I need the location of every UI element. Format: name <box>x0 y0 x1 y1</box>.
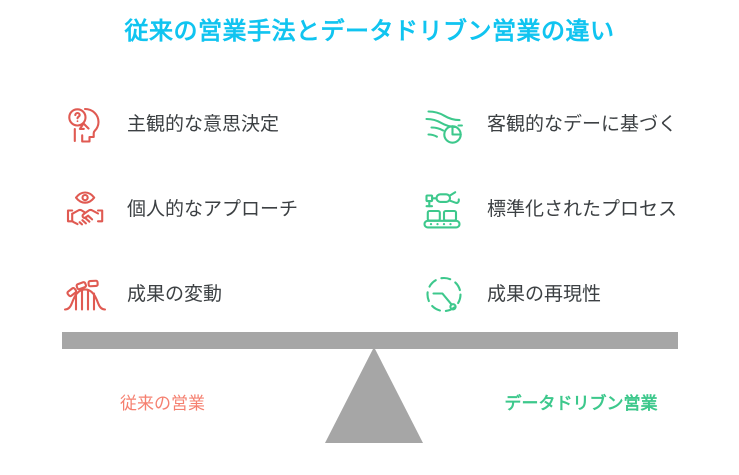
list-item: 客観的なデーに基づく <box>415 82 739 167</box>
list-item: 成果の変動 <box>55 252 379 337</box>
head-question-magnifier-icon <box>55 95 115 155</box>
list-item-label: 成果の変動 <box>127 283 223 305</box>
dashed-circle-gauge-icon <box>415 265 475 325</box>
fulcrum-triangle <box>325 347 423 443</box>
list-item-label: 成果の再現性 <box>487 283 602 305</box>
robotic-arm-conveyor-icon <box>415 180 475 240</box>
balance-fulcrum <box>325 347 423 443</box>
data-stream-pie-clock-icon <box>415 95 475 155</box>
page-title: 従来の営業手法とデータドリブン営業の違い <box>124 18 615 45</box>
comparison-columns: 主観的な意思決定 <box>0 82 739 337</box>
list-item-label: 主観的な意思決定 <box>127 113 280 135</box>
roller-coaster-icon <box>55 265 115 325</box>
list-item-label: 標準化されたプロセス <box>487 198 678 220</box>
list-item: 成果の再現性 <box>415 252 739 337</box>
caption-datadriven: データドリブン営業 <box>504 394 658 413</box>
list-item-label: 個人的なアプローチ <box>127 198 299 220</box>
column-datadriven: 客観的なデーに基づく <box>379 82 739 337</box>
list-item: 標準化されたプロセス <box>415 167 739 252</box>
list-item: 主観的な意思決定 <box>55 82 379 167</box>
column-traditional: 主観的な意思決定 <box>0 82 379 337</box>
balance-beam <box>62 332 678 349</box>
list-item: 個人的なアプローチ <box>55 167 379 252</box>
list-item-label: 客観的なデーに基づく <box>487 113 678 135</box>
caption-traditional: 従来の営業 <box>120 394 205 413</box>
handshake-eye-icon <box>55 180 115 240</box>
